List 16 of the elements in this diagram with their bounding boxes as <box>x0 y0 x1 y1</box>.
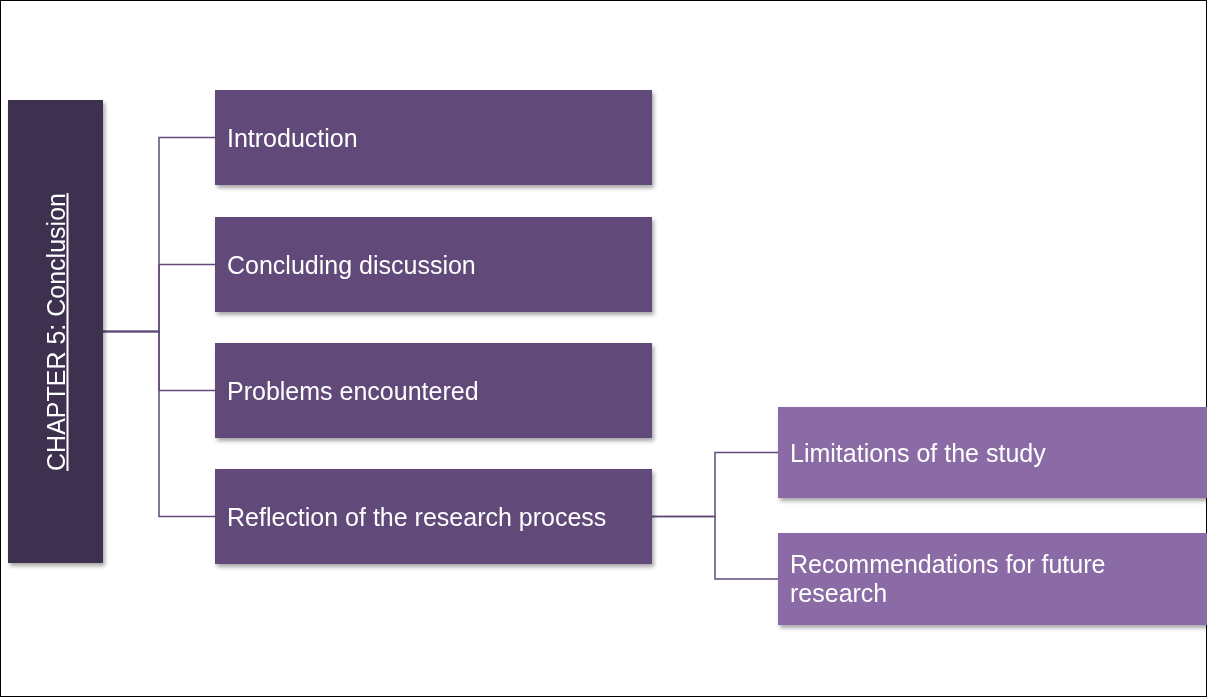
connector-line <box>102 330 216 518</box>
topic-box <box>215 217 652 312</box>
chapter-bar <box>8 100 103 563</box>
box-label: CHAPTER 5: Conclusion <box>41 192 70 471</box>
box-label: Introduction <box>227 123 359 152</box>
box-label: Limitations of the study <box>790 438 1047 467</box>
topic-box <box>215 469 652 564</box>
topic-box <box>778 533 1207 625</box>
connector-line <box>651 515 779 580</box>
box-label: Concluding discussion <box>227 250 477 279</box>
topic-box <box>778 407 1207 498</box>
topic-box <box>215 343 652 438</box>
topic-box <box>215 90 652 185</box>
box-label: Problems encountered <box>227 376 480 405</box>
box-label: Recommendations for future research <box>790 550 1107 608</box>
box-label: Reflection of the research process <box>227 502 608 531</box>
